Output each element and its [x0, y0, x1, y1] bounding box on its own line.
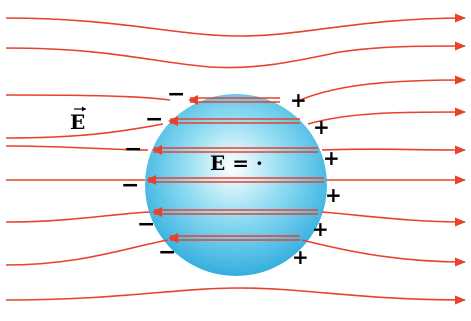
plus-sign: + [292, 245, 309, 269]
field-line [321, 145, 467, 155]
induced-arrowheads [146, 95, 198, 243]
field-line [5, 211, 151, 223]
field-line [5, 239, 169, 266]
induced-arrowhead [188, 95, 198, 105]
conducting-sphere [145, 94, 327, 276]
field-line [5, 41, 467, 69]
induced-arrowhead [168, 116, 178, 126]
induced-arrowhead [146, 175, 156, 185]
field-line [5, 145, 149, 151]
external-field-lines [5, 13, 467, 305]
minus-sign: − [121, 173, 139, 198]
induced-arrowhead [152, 145, 162, 155]
induced-field-lines [148, 97, 324, 241]
field-line [5, 94, 171, 101]
field-line [301, 239, 467, 267]
field-line [5, 123, 164, 139]
minus-sign: − [167, 82, 185, 107]
plus-sign: + [325, 183, 342, 207]
minus-sign: − [124, 137, 142, 162]
field-line [299, 75, 467, 101]
induced-arrowhead [168, 233, 178, 243]
minus-sign: − [158, 240, 176, 265]
field-line [5, 13, 467, 37]
plus-sign: + [323, 146, 340, 170]
inside-field-label: E = · [210, 151, 263, 175]
field-line [5, 287, 467, 305]
minus-sign: − [137, 212, 155, 237]
field-label: E [70, 110, 85, 134]
minus-sign: − [145, 107, 163, 132]
induced-arrowhead [152, 207, 162, 217]
field-line [307, 107, 467, 125]
field-line [321, 211, 467, 227]
plus-sign: + [313, 115, 330, 139]
positive-charges: + + + + + + [290, 88, 342, 269]
plus-sign: + [312, 217, 329, 241]
negative-charges: − − − − − − [121, 82, 185, 265]
plus-sign: + [290, 88, 307, 112]
vector-arrow-icon [74, 106, 86, 112]
